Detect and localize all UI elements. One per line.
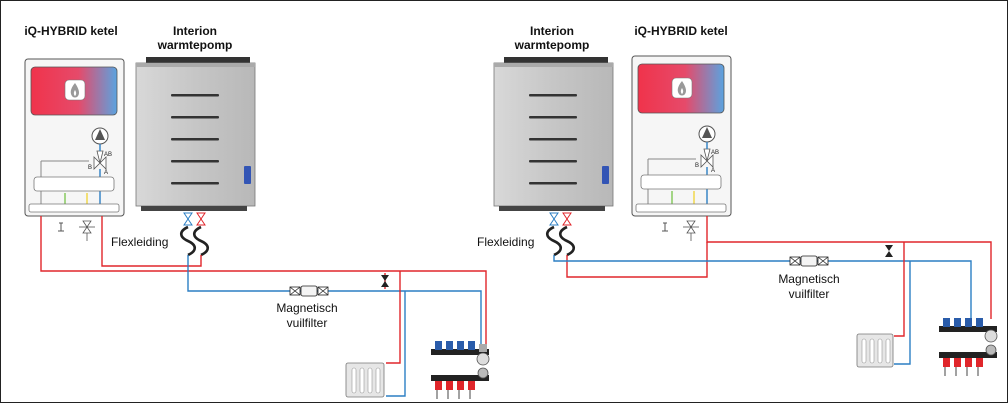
left-heatpump-title-1: Interion <box>173 24 217 38</box>
right-heatpump <box>493 57 614 211</box>
right-flex-hose <box>545 225 576 257</box>
left-heatpump <box>135 57 256 211</box>
right-boiler: AB B A <box>631 55 732 217</box>
underfloor-manifold-icon <box>939 318 998 376</box>
left-valve-a: A <box>104 170 108 176</box>
left-flex-label: Flexleiding <box>111 235 168 249</box>
right-bypass-valve <box>885 245 893 257</box>
left-setup: iQ-HYBRID ketel Interion warmtepomp AB B… <box>24 24 490 399</box>
radiator-icon <box>856 333 894 368</box>
right-boiler-title: iQ-HYBRID ketel <box>634 24 727 38</box>
right-flex-label: Flexleiding <box>477 235 534 249</box>
right-filter-label-1: Magnetisch <box>778 272 839 286</box>
three-way-valve-icon <box>93 150 107 170</box>
right-valve-a: A <box>711 168 715 174</box>
left-filter-label-1: Magnetisch <box>276 301 337 315</box>
right-valve-ab: AB <box>711 150 719 156</box>
underfloor-manifold-icon <box>431 341 490 399</box>
left-heatpump-title-2: warmtepomp <box>157 38 233 52</box>
shutoff-valve-icon <box>549 212 572 226</box>
right-heatpump-title-2: warmtepomp <box>514 38 590 52</box>
flame-icon <box>671 77 693 99</box>
right-filter-label-2: vuilfilter <box>789 287 830 301</box>
right-heatpump-title-1: Interion <box>530 24 574 38</box>
left-filter-label-2: vuilfilter <box>287 316 328 330</box>
pump-icon <box>91 127 109 145</box>
radiator-icon <box>345 362 385 398</box>
left-boiler: AB B A <box>24 58 125 217</box>
left-valve-ab: AB <box>104 152 112 158</box>
left-valve-b: B <box>88 165 92 171</box>
left-boiler-fittings <box>58 220 95 241</box>
left-magnetic-filter <box>289 285 329 297</box>
shutoff-valve-icon <box>183 212 206 226</box>
flame-icon <box>64 79 86 101</box>
right-setup: Interion warmtepomp iQ-HYBRID ketel <box>477 24 998 376</box>
right-valve-b: B <box>695 163 699 169</box>
right-boiler-fittings <box>662 220 699 241</box>
pump-icon <box>698 125 716 143</box>
right-magnetic-filter <box>789 255 829 267</box>
left-boiler-title: iQ-HYBRID ketel <box>24 24 117 38</box>
left-bypass-valve <box>381 275 389 287</box>
left-flex-hose <box>179 225 210 257</box>
